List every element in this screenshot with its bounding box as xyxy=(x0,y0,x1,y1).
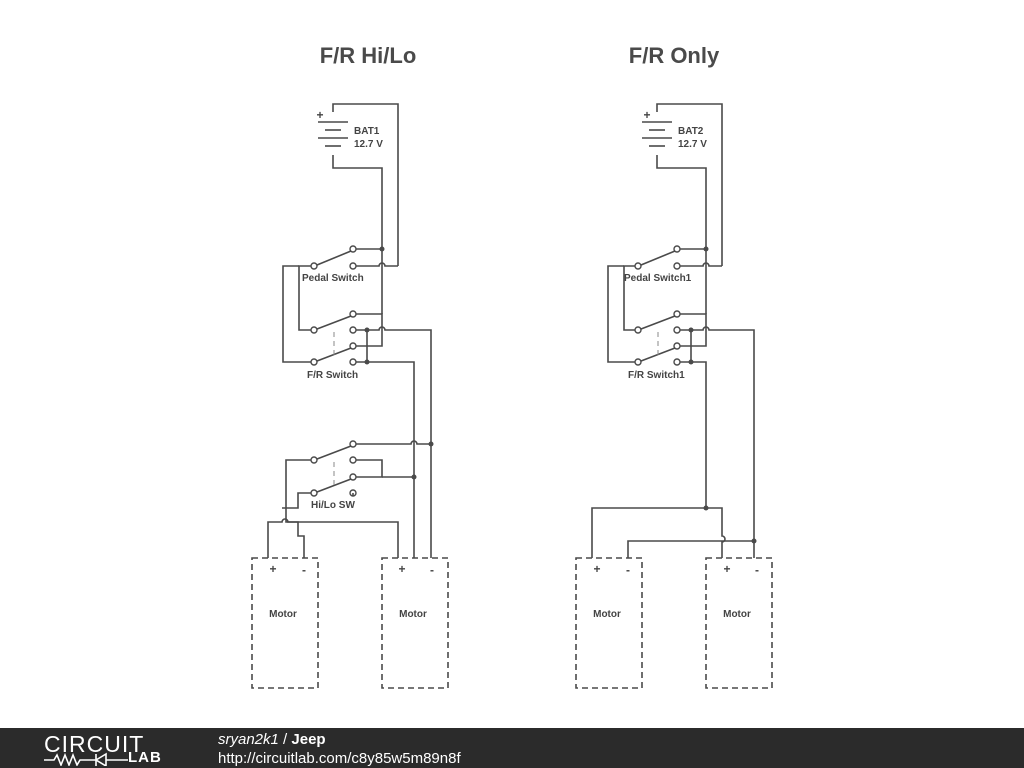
motor-left-2: + - Motor xyxy=(381,557,449,689)
motor-plus: + xyxy=(398,562,405,576)
circuit-url[interactable]: http://circuitlab.com/c8y85w5m89n8f xyxy=(218,750,461,767)
project-name[interactable]: Jeep xyxy=(291,731,326,748)
circuit-meta: sryan2k1 / Jeep http://circuitlab.com/c8… xyxy=(218,730,461,768)
motor-left-1: + - Motor xyxy=(251,557,319,689)
pedal-switch1-label: Pedal Switch1 xyxy=(624,273,692,284)
author-line: sryan2k1 / Jeep xyxy=(218,730,461,749)
resistor-diode-icon xyxy=(44,752,128,766)
hilo-switch: Hi/Lo SW xyxy=(267,440,434,558)
bat2-voltage: 12.7 V xyxy=(678,139,707,150)
left-title: F/R Hi/Lo xyxy=(320,43,417,68)
footer-bar: CIRCUIT LAB sryan2k1 / Jeep http://circu… xyxy=(0,728,1024,768)
motor-minus: - xyxy=(626,563,630,577)
path-separator: / xyxy=(278,731,292,748)
motor-plus: + xyxy=(593,562,600,576)
motor-label: Motor xyxy=(269,609,297,620)
author-username[interactable]: sryan2k1 xyxy=(218,731,279,748)
logo-text-circuit: CIRCUIT xyxy=(44,731,145,757)
motor-plus: + xyxy=(723,562,730,576)
motor-label: Motor xyxy=(399,609,427,620)
motor-minus: - xyxy=(302,563,306,577)
motor-label: Motor xyxy=(593,609,621,620)
bat1-name: BAT1 xyxy=(354,126,380,137)
logo-text-lab: LAB xyxy=(128,749,162,766)
right-circuit: + BAT2 12.7 V Pedal Switch1 xyxy=(575,103,773,689)
motor-minus: - xyxy=(755,563,759,577)
motor-plus: + xyxy=(269,562,276,576)
bat2-name: BAT2 xyxy=(678,126,704,137)
bat1-voltage: 12.7 V xyxy=(354,139,383,150)
battery-bat2: + BAT2 12.7 V xyxy=(642,103,723,266)
pedal-switch: Pedal Switch xyxy=(298,245,398,331)
fr-switch-label: F/R Switch xyxy=(307,370,358,381)
bat2-plus-sign: + xyxy=(643,108,650,122)
motor-right-2: + - Motor xyxy=(705,557,773,689)
schematic-canvas: F/R Hi/Lo F/R Only + BAT1 12.7 V Pedal S… xyxy=(251,43,773,689)
fr-switch1: F/R Switch1 xyxy=(607,249,755,558)
right-title: F/R Only xyxy=(629,43,720,68)
fr-switch1-label: F/R Switch1 xyxy=(628,370,685,381)
circuitlab-logo[interactable]: CIRCUIT LAB xyxy=(44,730,184,766)
battery-bat1: + BAT1 12.7 V xyxy=(316,103,399,266)
fr-switch: F/R Switch xyxy=(282,249,432,558)
motor-right-1: + - Motor xyxy=(575,557,643,689)
bat1-plus-sign: + xyxy=(316,108,323,122)
hilo-switch-label: Hi/Lo SW xyxy=(311,500,355,511)
motor-label: Motor xyxy=(723,609,751,620)
pedal-switch-label: Pedal Switch xyxy=(302,273,364,284)
left-circuit: + BAT1 12.7 V Pedal Switch xyxy=(251,103,449,689)
motor-minus: - xyxy=(430,563,434,577)
